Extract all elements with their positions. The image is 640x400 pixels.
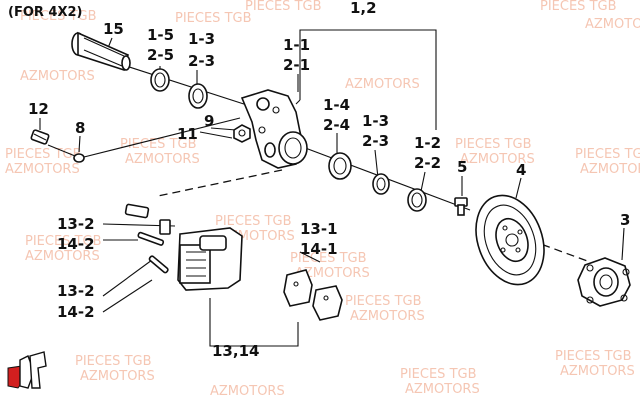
axle-shaft-part-15: [71, 31, 131, 72]
watermark-text: AZMOTORS: [350, 309, 425, 324]
watermark-text: AZMOTORS: [460, 152, 535, 167]
callout-1-1: 1-1: [283, 36, 310, 54]
watermark-text: AZMOTORS: [560, 364, 635, 379]
watermark-text: PIECES TGB: [245, 0, 322, 14]
spacer-part-1-4: [328, 152, 352, 180]
leader-lines: [39, 37, 625, 313]
callout-15: 15: [103, 20, 124, 38]
seal-part-1-2: [407, 188, 427, 212]
callout-1-3-top: 1-3: [188, 30, 215, 48]
watermark-text: AZMOTORS: [295, 266, 370, 281]
watermark-text: PIECES TGB: [290, 251, 367, 266]
assembly-bracket-1-2: [295, 29, 437, 130]
callout-8: 8: [75, 119, 85, 137]
watermark-layer: PIECES TGB PIECES TGB PIECES TGB PIECES …: [5, 0, 640, 399]
watermark-text: AZMOTORS: [125, 152, 200, 167]
callout-1-2-assembly: 1,2: [350, 0, 377, 17]
watermark-text: PIECES TGB: [20, 9, 97, 24]
callout-14-1: 14-1: [300, 240, 338, 258]
note-for-4x2: (FOR 4X2): [8, 5, 82, 20]
watermark-text: AZMOTORS: [20, 69, 95, 84]
brand-logo: [7, 351, 47, 389]
bearing-part-1-3-top: [188, 83, 208, 109]
brake-pads-part-13-1: [283, 269, 343, 321]
callout-4: 4: [516, 161, 526, 179]
callout-2-3-bottom: 2-3: [362, 132, 389, 150]
callout-2-2: 2-2: [414, 154, 441, 172]
callout-1-3-bottom: 1-3: [362, 112, 389, 130]
watermark-text: PIECES TGB: [345, 294, 422, 309]
callout-13-14: 13,14: [212, 342, 259, 360]
brake-disc-part-4: [475, 194, 545, 286]
bleed-screw-part-12: [30, 129, 50, 145]
callout-13-2-bottom: 13-2: [57, 282, 95, 300]
watermark-text: PIECES TGB: [555, 349, 632, 364]
watermark-text: AZMOTORS: [585, 17, 640, 32]
callout-13-1: 13-1: [300, 220, 338, 238]
steering-knuckle-part-1-1: [240, 89, 308, 169]
callout-5: 5: [457, 158, 467, 176]
callout-14-2-top: 14-2: [57, 235, 95, 253]
callout-2-5: 2-5: [147, 46, 174, 64]
watermark-text: PIECES TGB: [540, 0, 617, 14]
callout-1-2: 1-2: [414, 134, 441, 152]
watermark-text: AZMOTORS: [345, 77, 420, 92]
watermark-text: PIECES TGB: [455, 137, 532, 152]
wheel-hub-part-3: [577, 257, 631, 307]
watermark-text: PIECES TGB: [120, 137, 197, 152]
caliper-pins: [137, 231, 169, 274]
callout-2-4: 2-4: [323, 116, 350, 134]
callout-1-5: 1-5: [147, 26, 174, 44]
watermark-text: AZMOTORS: [5, 162, 80, 177]
brake-caliper: [124, 203, 243, 291]
seal-part-1-5: [150, 68, 170, 92]
callout-9: 9: [204, 112, 214, 130]
bolt-part-5: [454, 197, 468, 216]
callout-2-3-top: 2-3: [188, 52, 215, 70]
watermark-text: PIECES TGB: [175, 11, 252, 26]
callout-13-2-top: 13-2: [57, 215, 95, 233]
watermark-text: PIECES TGB: [25, 234, 102, 249]
assembly-bracket-13-14: [209, 251, 321, 347]
watermark-text: AZMOTORS: [25, 249, 100, 264]
bearing-part-1-3-bottom: [372, 173, 390, 195]
watermark-text: PIECES TGB: [75, 354, 152, 369]
watermark-text: AZMOTORS: [580, 162, 640, 177]
watermark-text: PIECES TGB: [215, 214, 292, 229]
callout-11: 11: [177, 125, 198, 143]
callout-3: 3: [620, 211, 630, 229]
watermark-text: AZMOTORS: [80, 369, 155, 384]
watermark-text: AZMOTORS: [405, 382, 480, 397]
callout-2-1: 2-1: [283, 56, 310, 74]
washer-part-8: [73, 153, 85, 163]
callout-14-2-bottom: 14-2: [57, 303, 95, 321]
watermark-text: PIECES TGB: [400, 367, 477, 382]
callout-12: 12: [28, 100, 49, 118]
watermark-text: PIECES TGB: [575, 147, 640, 162]
callout-1-4: 1-4: [323, 96, 350, 114]
watermark-text: AZMOTORS: [210, 384, 285, 399]
nut-part-9: [233, 124, 251, 143]
callout-labels: (FOR 4X2) 1,2 15 1-5 2-5 1-3 2-3 1-1 2-1…: [8, 0, 630, 360]
